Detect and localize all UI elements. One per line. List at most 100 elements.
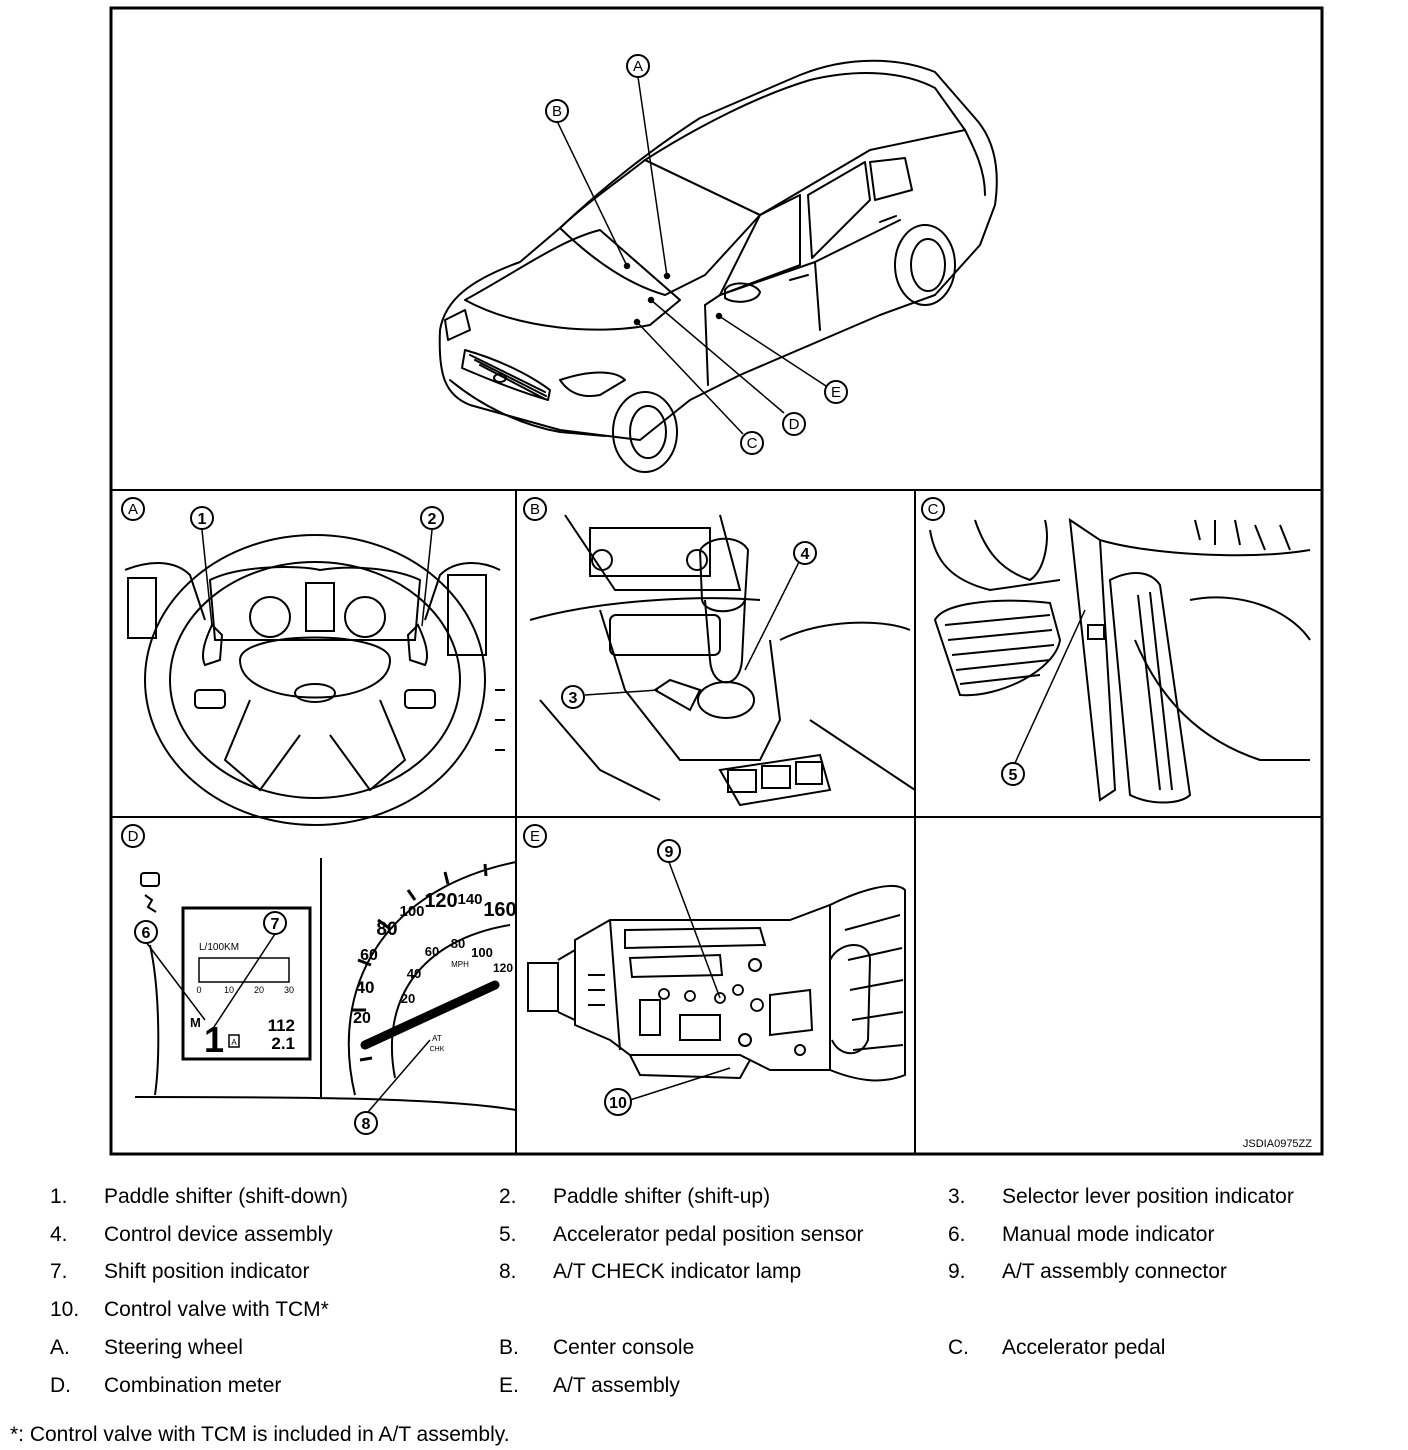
auto-indicator-box: A [231,1038,237,1047]
legend-text: Manual mode indicator [1002,1223,1215,1246]
speed-inner-100: 100 [471,945,493,960]
svg-text:B: B [552,103,562,120]
callout-9: 9 [657,839,681,863]
legend-text: Accelerator pedal position sensor [553,1223,864,1246]
svg-text:1: 1 [198,511,207,528]
legend-number: B. [499,1336,519,1359]
bar-tick-20: 20 [254,985,264,995]
panel-a-steering-wheel [124,529,505,826]
svg-text:8: 8 [362,1116,371,1133]
component-location-figure: A B C D E [109,6,1324,1156]
svg-text:5: 5 [1009,767,1018,784]
bar-tick-30: 30 [284,985,294,995]
legend-number: A. [50,1336,70,1359]
legend-text: Selector lever position indicator [1002,1185,1294,1208]
fuel-unit-label: L/100KM [199,942,239,953]
legend-number: 10. [50,1298,80,1321]
speed-outer-40: 40 [356,978,375,997]
legend-number: 6. [948,1223,966,1246]
legend-number: 2. [499,1185,517,1208]
panel-label-d: D [121,824,145,848]
at-check-label-bottom: CHK [430,1046,445,1053]
speed-outer-100: 100 [399,903,424,920]
speed-inner-20: 20 [401,991,415,1006]
legend-text: A/T CHECK indicator lamp [553,1260,802,1283]
legend-text: Accelerator pedal [1002,1336,1166,1359]
panel-label-b: B [523,497,547,521]
callout-6: 6 [134,920,158,944]
figure-frame [109,6,1324,1156]
manual-mode-letter: M [190,1015,201,1030]
svg-text:E: E [831,384,841,401]
panel-label-e: E [523,824,547,848]
speed-inner-40: 40 [407,966,421,981]
figure-id: JSDIA0975ZZ [1243,1138,1312,1150]
speed-inner-120: 120 [493,961,513,975]
footnote: *: Control valve with TCM is included in… [10,1423,510,1446]
overview-leaders [556,76,827,435]
svg-text:A: A [128,501,138,518]
svg-text:7: 7 [271,916,280,933]
legend-number: 7. [50,1260,68,1283]
legend-text: Paddle shifter (shift-down) [104,1185,348,1208]
legend-text: Steering wheel [104,1336,243,1359]
panel-d-combination-meter: L/100KM 0 10 20 30 M 1 A 112 2.1 20 40 6… [134,858,517,1113]
callout-4: 4 [793,541,817,565]
callout-1: 1 [190,506,214,530]
speedometer-needle [360,980,500,1050]
callout-5: 5 [1001,762,1025,786]
svg-text:C: C [747,435,758,452]
speedometer-ticks [352,863,488,1062]
speed-outer-60: 60 [360,947,378,964]
trip-value: 2.1 [271,1034,295,1053]
legend-text: Combination meter [104,1374,282,1397]
legend-number: 3. [948,1185,966,1208]
legend-text: Shift position indicator [104,1260,310,1283]
svg-text:9: 9 [665,844,674,861]
svg-text:10: 10 [609,1095,627,1112]
speed-inner-80: 80 [451,936,465,951]
legend-number: 8. [499,1260,517,1283]
bar-tick-0: 0 [196,985,201,995]
callout-7: 7 [263,911,287,935]
legend-number: 4. [50,1223,68,1246]
overview-callout-e: E [824,380,848,404]
svg-text:C: C [928,501,939,518]
panel-e-at-assembly [527,861,906,1101]
speed-outer-160: 160 [483,899,516,921]
speed-outer-120: 120 [424,890,457,912]
speed-inner-60: 60 [425,944,439,959]
callout-3: 3 [561,685,585,709]
svg-text:D: D [789,416,800,433]
legend-text: Control device assembly [104,1223,333,1246]
at-check-label-top: AT [432,1034,442,1043]
legend-number: 1. [50,1185,68,1208]
overview-callout-d: D [782,412,806,436]
odometer-value: 112 [268,1016,295,1035]
speed-outer-140: 140 [457,891,482,908]
overview-callout-a: A [626,54,650,78]
overview-callout-b: B [545,99,569,123]
legend-number: E. [499,1374,519,1397]
gear-number: 1 [204,1019,224,1060]
svg-text:4: 4 [801,546,810,563]
svg-text:3: 3 [569,690,578,707]
speed-unit-label: MPH [451,960,469,969]
callout-10: 10 [604,1088,632,1116]
legend-number: 9. [948,1260,966,1283]
svg-text:D: D [128,828,139,845]
callout-2: 2 [420,506,444,530]
overview-callout-c: C [740,431,764,455]
speed-outer-20: 20 [353,1010,371,1027]
panel-c-accelerator-pedal [929,517,1311,804]
speed-outer-80: 80 [376,919,397,940]
panel-label-a: A [121,497,145,521]
callout-8: 8 [354,1111,378,1135]
svg-text:E: E [530,828,540,845]
car-overview-illustration [438,59,998,473]
legend-number: 5. [499,1223,517,1246]
svg-text:B: B [530,501,540,518]
legend-text: Center console [553,1336,695,1359]
legend-text: Control valve with TCM* [104,1298,329,1321]
legend-number: C. [948,1336,969,1359]
